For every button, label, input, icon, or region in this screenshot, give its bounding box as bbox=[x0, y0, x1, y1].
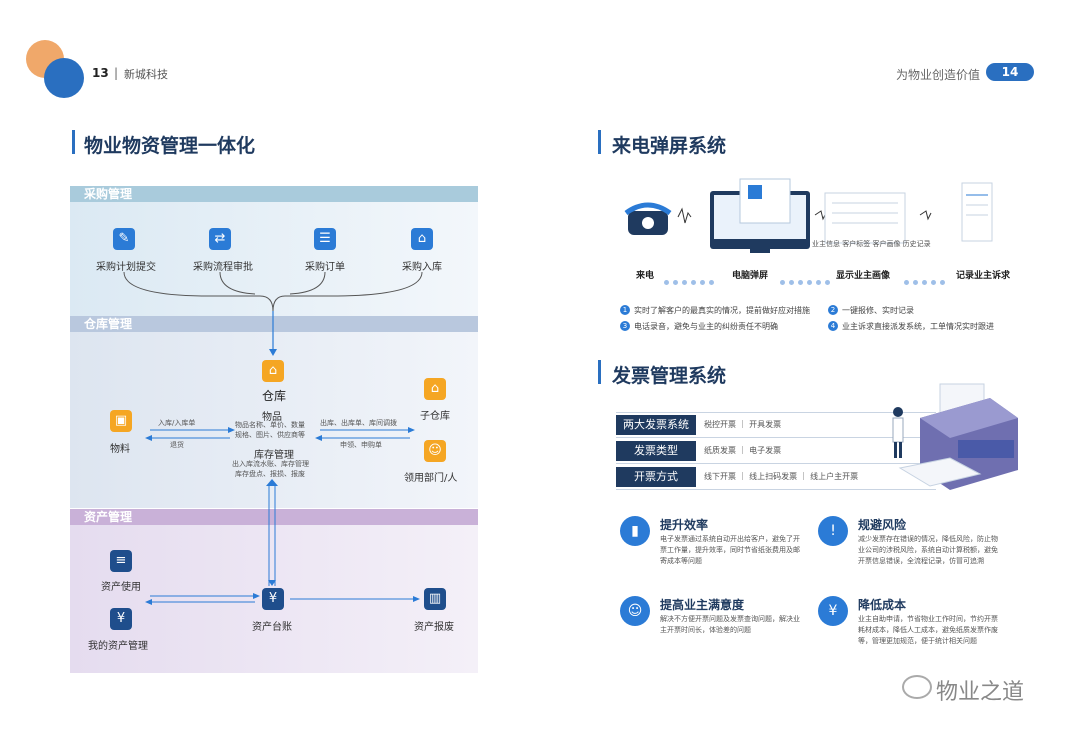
department-people-icon: ☺ bbox=[424, 440, 446, 462]
flow-dots bbox=[780, 270, 834, 289]
inventory-title: 库存管理 bbox=[254, 450, 294, 461]
smile-icon: ☺ bbox=[620, 596, 650, 626]
bar-chart-icon: ▮ bbox=[620, 516, 650, 546]
feature-number: 2 bbox=[828, 305, 838, 315]
feature-text: 电话录音，避免与业主的纠纷责任不明确 bbox=[634, 322, 778, 331]
feature-number: 3 bbox=[620, 321, 630, 331]
benefit-desc: 电子发票通过系统自动开出给客户，避免了开票工作量，提升效率，同时节省纸张费用及邮… bbox=[660, 535, 800, 565]
scrap-label: 资产报废 bbox=[414, 622, 454, 633]
feature-text: 实时了解客户的最真实的情况，提前做好应对措施 bbox=[634, 306, 810, 315]
warehouse-center-label: 仓库 bbox=[262, 389, 287, 403]
flow-dots bbox=[664, 270, 718, 289]
invoice-row-value: 税控开票 ｜ 开具发票 bbox=[704, 420, 782, 429]
my-assets-icon: ¥ bbox=[110, 608, 132, 630]
wechat-icon bbox=[902, 675, 932, 699]
ledger-icon: ¥ bbox=[262, 588, 284, 610]
my-assets-label: 我的资产管理 bbox=[88, 641, 148, 652]
sub-warehouse-label: 子仓库 bbox=[420, 411, 450, 422]
invoice-row: 开票方式 线下开票 ｜ 线上扫码发票 ｜ 线上户主开票 bbox=[616, 467, 916, 487]
warehouse-band: 仓库管理 bbox=[70, 316, 478, 332]
benefit-title: 降低成本 bbox=[858, 598, 907, 612]
flow-step-call: 来电 bbox=[636, 271, 655, 281]
printer-illustration bbox=[892, 383, 1018, 490]
order-icon: ☰ bbox=[314, 228, 336, 250]
feature-text: 业主诉求直接派发系统，工单情况实时跟进 bbox=[842, 322, 994, 331]
benefit-desc: 业主自助申请，节省物业工作时间，节约开票耗材成本，降低人工成本，避免纸质发票作废… bbox=[858, 615, 998, 645]
diagram-connectors bbox=[123, 271, 423, 605]
goods-detail-1: 物品名称、单价、数量 bbox=[235, 421, 305, 429]
benefit-desc: 解决不方便开票问题及发票查询问题，解决业主开票时间长，体验差的问题 bbox=[660, 615, 800, 634]
procurement-item-approval: 采购流程审批 bbox=[193, 262, 253, 273]
section-bar bbox=[598, 130, 601, 154]
section-title-invoice: 发票管理系统 bbox=[612, 365, 727, 387]
watermark-text: 物业之道 bbox=[936, 680, 1025, 705]
flow-step-record: 记录业主诉求 bbox=[956, 271, 1011, 281]
inventory-detail-1: 出入库流水账、库存管理 bbox=[232, 460, 309, 468]
request-label: 申领、申购单 bbox=[340, 441, 382, 449]
goods-title: 物品 bbox=[262, 412, 282, 423]
table-divider bbox=[616, 489, 936, 490]
asset-use-label: 资产使用 bbox=[101, 582, 141, 593]
procurement-item-plan: 采购计划提交 bbox=[96, 262, 156, 273]
decor-circle-blue bbox=[44, 58, 84, 98]
header-separator: | bbox=[114, 66, 119, 80]
out-label: 出库、出库单、库间调拨 bbox=[320, 419, 397, 427]
section-title-callpop: 来电弹屏系统 bbox=[612, 135, 727, 157]
invoice-row: 两大发票系统 税控开票 ｜ 开具发票 bbox=[616, 415, 916, 435]
pencil-icon: ✎ bbox=[113, 228, 135, 250]
section-bar bbox=[598, 360, 601, 384]
yen-icon: ¥ bbox=[818, 596, 848, 626]
table-divider bbox=[616, 437, 936, 438]
invoice-row: 发票类型 纸质发票 ｜ 电子发票 bbox=[616, 441, 916, 461]
inventory-detail-2: 库存盘点、报损、报废 bbox=[235, 470, 305, 478]
feature-number: 1 bbox=[620, 305, 630, 315]
sub-warehouse-icon: ⌂ bbox=[424, 378, 446, 400]
assets-band: 资产管理 bbox=[70, 509, 478, 525]
screen-captions: 业主信息 客户标签 客户画像 历史记录 bbox=[812, 240, 931, 248]
section-bar bbox=[72, 130, 75, 154]
department-label: 领用部门/人 bbox=[404, 473, 458, 484]
invoice-row-key: 开票方式 bbox=[616, 467, 696, 487]
procurement-item-order: 采购订单 bbox=[305, 262, 345, 273]
left-page-number: 13 bbox=[92, 66, 109, 80]
table-divider bbox=[616, 463, 936, 464]
right-page-number: 14 bbox=[986, 63, 1034, 81]
warehouse-in-icon: ⌂ bbox=[411, 228, 433, 250]
invoice-row-key: 发票类型 bbox=[616, 441, 696, 461]
invoice-row-value: 纸质发票 ｜ 电子发票 bbox=[704, 446, 782, 455]
tagline: 为物业创造价值 bbox=[896, 68, 981, 82]
procurement-band: 采购管理 bbox=[70, 186, 478, 202]
material-label: 物料 bbox=[110, 444, 130, 455]
benefit-title: 提高业主满意度 bbox=[660, 598, 745, 612]
feature-text: 一键报修、实时记录 bbox=[842, 306, 914, 315]
scrap-icon: ▥ bbox=[424, 588, 446, 610]
invoice-row-key: 两大发票系统 bbox=[616, 415, 696, 435]
goods-detail-2: 规格、图片、供应商等 bbox=[235, 431, 305, 439]
procurement-panel bbox=[70, 202, 478, 316]
invoice-row-value: 线下开票 ｜ 线上扫码发票 ｜ 线上户主开票 bbox=[704, 472, 859, 481]
warehouse-icon: ⌂ bbox=[262, 360, 284, 382]
benefit-desc: 减少发票存在错误的情况，降低风险，防止物业公司的涉税风险，系统自动计算税额，避免… bbox=[858, 535, 998, 565]
in-out-label: 入库/入库单 bbox=[158, 419, 196, 427]
table-divider bbox=[616, 412, 936, 413]
shield-icon: ! bbox=[818, 516, 848, 546]
procurement-item-inbound: 采购入库 bbox=[402, 262, 442, 273]
return-label: 退货 bbox=[170, 441, 184, 449]
flow-step-popup: 电脑弹屏 bbox=[732, 271, 769, 281]
flow-dots bbox=[904, 270, 949, 289]
section-title-materials: 物业物资管理一体化 bbox=[84, 135, 256, 157]
callpop-illustration bbox=[624, 178, 993, 253]
benefit-title: 提升效率 bbox=[660, 518, 709, 532]
flow-icon: ⇄ bbox=[209, 228, 231, 250]
feature-number: 4 bbox=[828, 321, 838, 331]
flow-step-portrait: 显示业主画像 bbox=[836, 271, 891, 281]
ledger-label: 资产台账 bbox=[252, 622, 292, 633]
benefit-title: 规避风险 bbox=[858, 518, 907, 532]
asset-use-icon: ≡ bbox=[110, 550, 132, 572]
material-cube-icon: ▣ bbox=[110, 410, 132, 432]
brand-name: 新城科技 bbox=[124, 68, 168, 81]
